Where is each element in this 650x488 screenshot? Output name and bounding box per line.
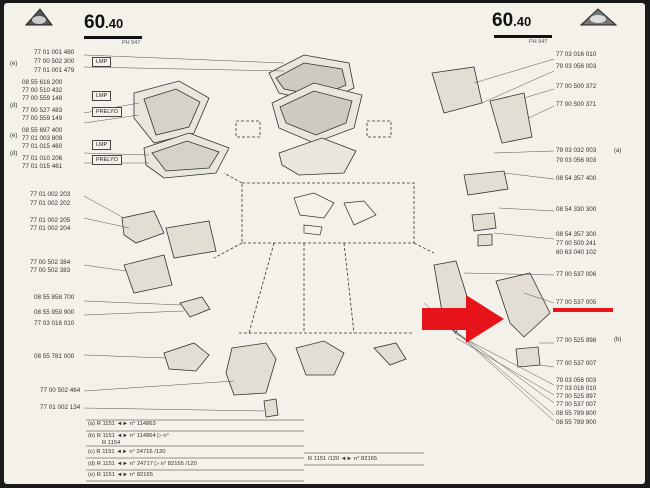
part-number: 77 01 002 204 xyxy=(30,225,71,232)
part-number: 08 54 357 400 xyxy=(556,175,597,182)
part-number: 77 01 015 460 xyxy=(22,143,63,150)
page-sub-left: PH 947 xyxy=(122,40,141,46)
highlight-arrow xyxy=(422,295,613,343)
part-number: 77 00 502 383 xyxy=(30,267,71,274)
tag-prelyo: PRELYO xyxy=(92,107,122,117)
part-number: 77 01 001 479 xyxy=(34,67,75,74)
parts-catalog-page: 60.40 PH 947 60.40 PH 947 LMP LMP PRELYO… xyxy=(4,3,645,484)
part-number: 08 55 616 200 xyxy=(22,79,63,86)
part-number: 77 01 002 134 xyxy=(40,404,81,411)
part-number: 79 03 056 003 xyxy=(556,377,597,384)
part-number: 80 63 040 102 xyxy=(556,249,597,256)
part-number: 08 55 697 400 xyxy=(22,127,63,134)
part-number: 77 00 502 464 xyxy=(40,387,81,394)
bracket-label: (e) xyxy=(10,61,18,67)
part-number: 77 03 016 010 xyxy=(34,320,75,327)
note-row: (b) R 1151 ◄► n° 114864 ▷ n° xyxy=(88,433,169,439)
note-row: (a) R 1151 ◄► n° 114863 xyxy=(88,421,156,427)
part-number: 77 00 525 997 xyxy=(556,393,597,400)
bracket-label: (e) xyxy=(10,133,18,139)
tag-prelyo: PRELYO xyxy=(92,155,122,165)
tag-lmp: LMP xyxy=(92,91,112,101)
part-number: 77 00 537 007 xyxy=(556,360,597,367)
part-number: 08 55 789 900 xyxy=(556,419,597,426)
note-row: (e) R 1151 ◄► n° 82165 xyxy=(88,472,153,478)
part-number: 08 55 789 800 xyxy=(556,410,597,417)
part-number: 77 00 500 241 xyxy=(556,240,597,247)
part-number: 77 00 525 998 xyxy=(556,337,597,344)
line-art xyxy=(24,8,618,482)
part-number: 77 01 003 809 xyxy=(22,135,63,142)
logo-left xyxy=(24,8,53,26)
part-number: 08 55 858 700 xyxy=(34,294,75,301)
note-row: (c) R 1151 ◄► n° 24716 /120 xyxy=(88,449,166,455)
page-number-right: 60.40 xyxy=(492,10,532,31)
part-number: 79 03 056 003 xyxy=(556,63,597,70)
bracket-label: (b) xyxy=(614,337,622,343)
part-number: 77 00 500 371 xyxy=(556,101,597,108)
part-number: 77 00 537 005 xyxy=(556,299,597,306)
part-number: 77 00 510 432 xyxy=(22,87,63,94)
part-number: 77 00 537 006 xyxy=(556,271,597,278)
note-row: R 1154 xyxy=(102,440,121,446)
page-sub-right: PH 947 xyxy=(529,39,548,45)
tag-lmp: LMP xyxy=(92,57,112,67)
tag-lmp: LMP xyxy=(92,140,112,150)
part-number: 08 55 781 000 xyxy=(34,353,75,360)
part-number: 77 03 016 010 xyxy=(556,51,597,58)
note-row: R 1151 /120 ◄► n° 82165 xyxy=(308,456,378,462)
part-number: 77 01 010 206 xyxy=(22,155,63,162)
bracket-label: (d) xyxy=(10,151,18,157)
part-number: 77 00 502 384 xyxy=(30,259,71,266)
part-number: 79 03 056 003 xyxy=(556,157,597,164)
part-number: 77 00 500 372 xyxy=(556,83,597,90)
page-number-left: 60.40 xyxy=(84,12,124,33)
note-row: (d) R 1151 ◄► n° 24717 ▷ n° 82165 /120 xyxy=(88,461,197,467)
part-number: 77 00 559 149 xyxy=(22,115,63,122)
logo-right xyxy=(579,8,618,26)
part-number: 77 00 559 148 xyxy=(22,95,63,102)
part-number: 77 01 002 203 xyxy=(30,191,71,198)
part-number: 77 01 001 480 xyxy=(34,49,75,56)
part-number: 08 54 357 300 xyxy=(556,231,597,238)
part-number: 77 03 016 010 xyxy=(556,385,597,392)
part-number: 77 00 527 483 xyxy=(22,107,63,114)
lens-drawings xyxy=(133,54,363,179)
part-number: 77 00 502 300 xyxy=(34,58,75,65)
part-number: 77 01 002 202 xyxy=(30,200,71,207)
part-number: 79 03 032 003 xyxy=(556,147,597,154)
part-number: 08 54 330 300 xyxy=(556,206,597,213)
bracket-label: (a) xyxy=(614,148,622,154)
part-number: 77 00 537 007 xyxy=(556,401,597,408)
bracket-label: (d) xyxy=(10,103,18,109)
part-number: 77 01 015 461 xyxy=(22,163,63,170)
part-number: 08 55 959 900 xyxy=(34,309,75,316)
part-number: 77 01 002 205 xyxy=(30,217,71,224)
